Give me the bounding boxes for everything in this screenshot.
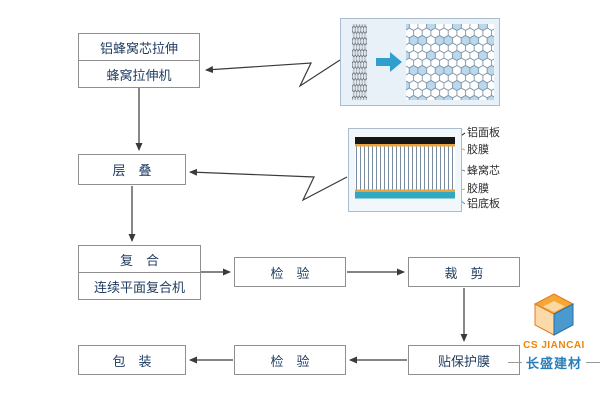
adhesive-film-top-layer — [355, 144, 455, 147]
cs-jiancai-logo-icon — [533, 293, 575, 336]
panel-layers-illustration — [348, 128, 462, 217]
face-panel-layer — [355, 137, 455, 144]
expanded-honeycomb — [406, 24, 494, 100]
arrow-illus1-to-stretch — [205, 59, 341, 88]
logo-rule-right — [586, 362, 600, 363]
process-box-pack: 包 装 — [78, 345, 186, 375]
process-box-inspect-2: 检 验 — [234, 345, 346, 375]
composite-box-line1: 复 合 — [119, 252, 159, 268]
logo-rule-left — [508, 362, 522, 363]
composite-box-line2: 连续平面复合机 — [79, 272, 200, 299]
layer-label-adhesive-bottom: 胶膜 — [467, 183, 489, 195]
logo-name-text: CS JIANCAI — [523, 340, 585, 351]
stretch-direction-arrow-icon — [376, 52, 402, 72]
process-box-protect-film: 贴保护膜 — [408, 345, 520, 375]
process-box-inspect-1: 检 验 — [234, 257, 346, 287]
adhesive-film-bottom-layer — [355, 189, 455, 192]
layer-label-face-panel: 铝面板 — [467, 127, 500, 139]
process-box-composite: 复 合 连续平面复合机 — [78, 245, 201, 300]
bottom-panel-layer — [355, 192, 455, 199]
logo-cn-row: 长盛建材 — [508, 353, 600, 372]
stretch-box-line2: 蜂窝拉伸机 — [79, 60, 199, 87]
process-box-cut: 裁 剪 — [408, 257, 520, 287]
arrow-illus2-to-layer — [189, 168, 348, 202]
layer-label-adhesive-top: 胶膜 — [467, 144, 489, 156]
honeycomb-core-layer — [355, 146, 455, 190]
layer-label-honeycomb-core: 蜂窝芯 — [467, 165, 500, 177]
stretch-box-line1: 铝蜂窝芯拉伸 — [99, 40, 178, 56]
process-box-stretch: 铝蜂窝芯拉伸 蜂窝拉伸机 — [78, 33, 200, 88]
logo-cn-text: 长盛建材 — [526, 356, 583, 371]
layer-label-bottom-panel: 铝底板 — [467, 198, 500, 210]
honeycomb-stretch-illustration — [340, 18, 500, 111]
compressed-honeycomb — [352, 24, 367, 100]
process-box-layer: 层 叠 — [78, 154, 186, 185]
